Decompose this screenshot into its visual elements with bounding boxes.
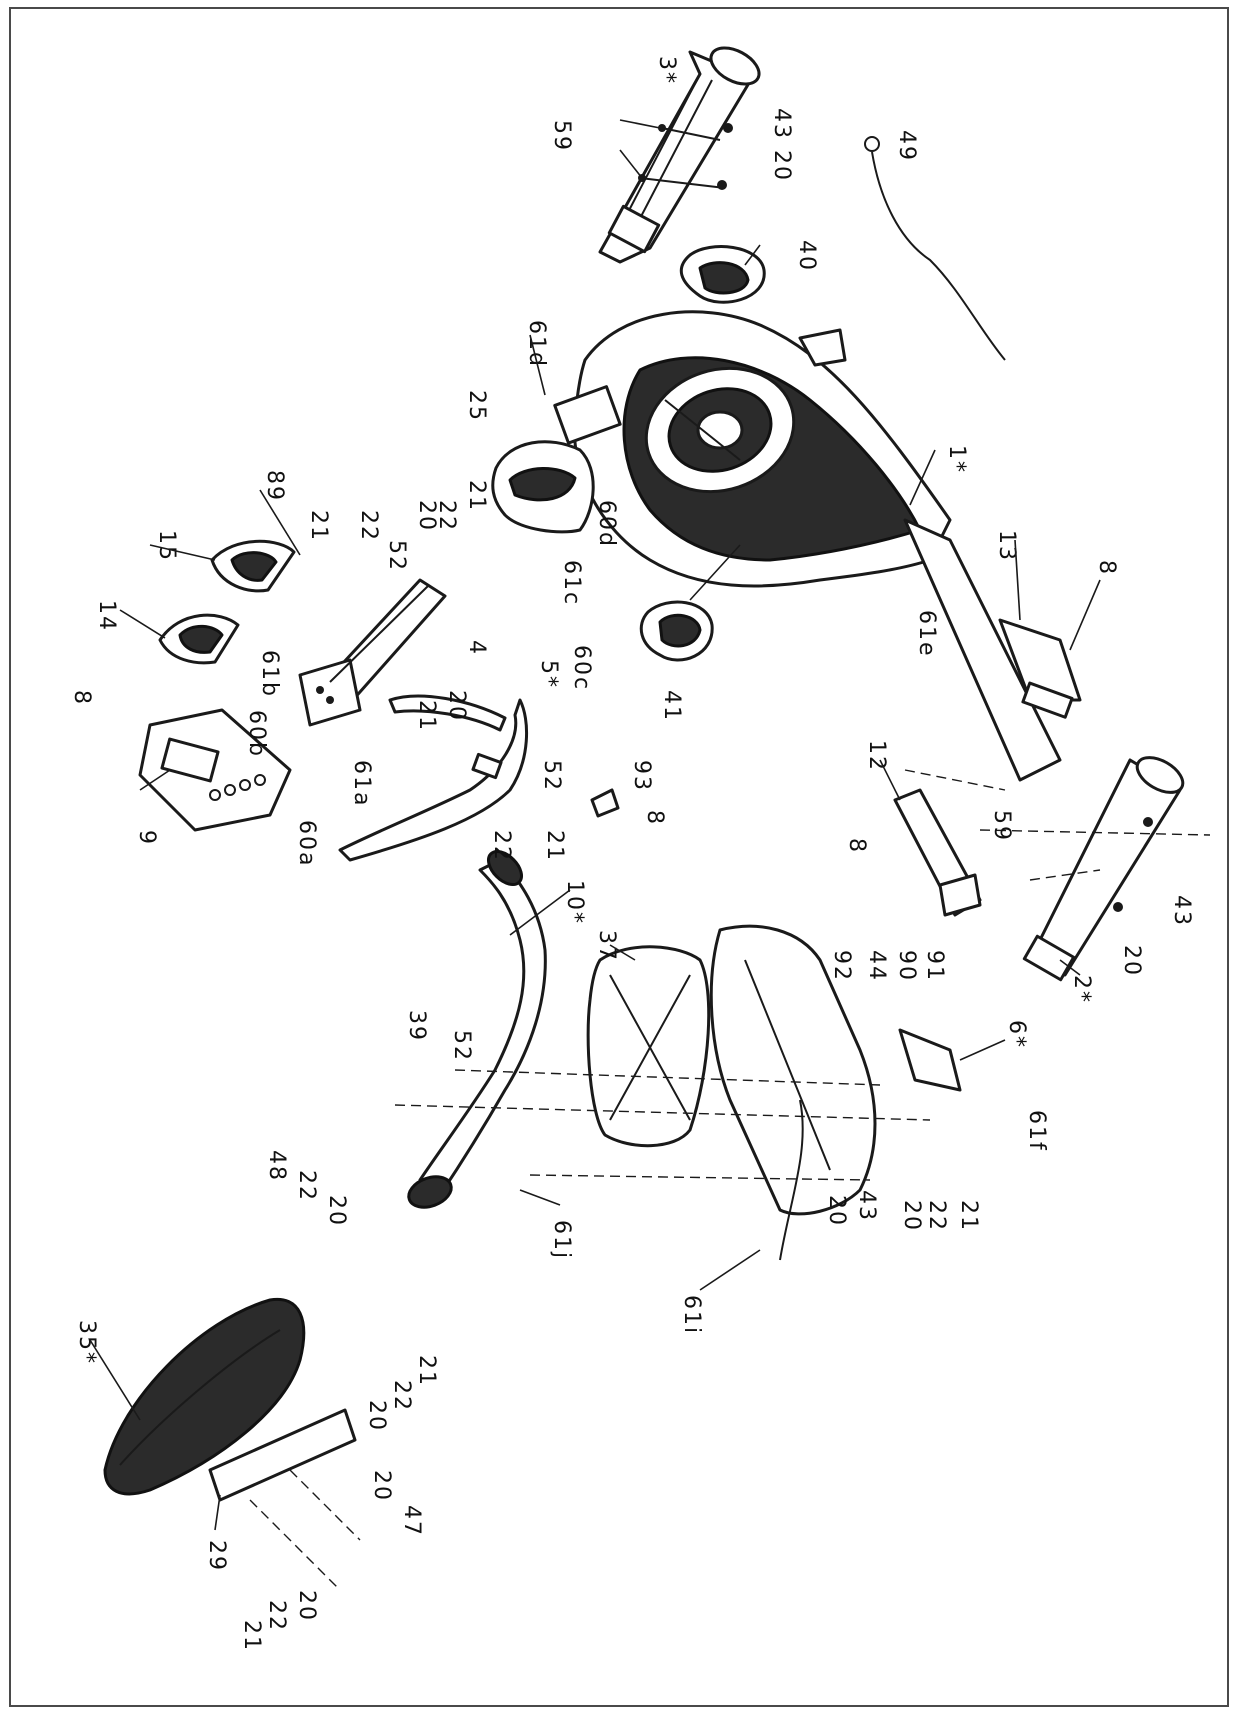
part-main-frame (572, 310, 1062, 782)
label-21g: 21 (239, 1620, 264, 1652)
label-9: 9 (134, 830, 159, 846)
label-20b: 20 (414, 500, 439, 532)
label-60d: 60d (594, 500, 619, 548)
label-25: 25 (464, 390, 489, 422)
diagram-frame (9, 7, 1229, 1707)
label-21a: 21 (306, 510, 331, 542)
label-61c: 61c (559, 560, 584, 606)
label-91: 91 (922, 950, 947, 982)
label-22d: 22 (924, 1200, 949, 1232)
part-front-shroud (491, 385, 622, 534)
part-cap-93 (590, 788, 620, 818)
part-upright-mast (298, 578, 447, 727)
part-front-stabilizer-mount (998, 618, 1082, 719)
part-rear-stabilizer (598, 46, 761, 264)
label-21b: 21 (464, 480, 489, 512)
label-8d: 8 (844, 838, 869, 854)
label-43c: 43 (854, 1190, 879, 1222)
label-60b: 60b (244, 710, 269, 758)
label-2-star: 2* (1069, 975, 1094, 1004)
part-backrest-bracket (208, 1408, 361, 1591)
label-43a: 43 (769, 108, 794, 140)
label-39: 39 (404, 1010, 429, 1042)
alignment-lines (394, 769, 1211, 1181)
part-end-cap-40 (679, 245, 766, 304)
label-20d: 20 (1119, 945, 1144, 977)
part-seat-cushion (586, 945, 711, 1148)
label-90: 90 (894, 950, 919, 982)
label-35-star: 35* (74, 1320, 99, 1365)
part-backrest (103, 1297, 306, 1496)
label-52c: 52 (449, 1030, 474, 1062)
label-22e: 22 (294, 1170, 319, 1202)
part-front-stabilizer (1022, 756, 1185, 982)
label-4: 4 (464, 640, 489, 656)
label-93: 93 (629, 760, 654, 792)
part-labels: 3* 59 43 20 49 40 61d 25 89 15 21 22 52 … (69, 56, 1194, 1652)
label-48: 48 (264, 1150, 289, 1182)
label-12: 12 (864, 740, 889, 772)
part-sensor-cable (864, 136, 1006, 361)
label-20j: 20 (294, 1590, 319, 1622)
label-21d: 21 (542, 830, 567, 862)
label-61i: 61i (679, 1295, 704, 1335)
label-21e: 21 (956, 1200, 981, 1232)
label-22c: 22 (489, 830, 514, 862)
label-10-star: 10* (562, 880, 587, 925)
part-end-cap-41 (639, 544, 741, 662)
part-console-covers (158, 539, 296, 665)
label-44: 44 (864, 950, 889, 982)
label-21c: 21 (414, 700, 439, 732)
label-15: 15 (154, 530, 179, 562)
label-22a: 22 (356, 510, 381, 542)
label-22b: 22 (434, 500, 459, 532)
label-20f: 20 (899, 1200, 924, 1232)
label-8c: 8 (642, 810, 667, 826)
label-8b: 8 (1094, 560, 1119, 576)
label-5-star: 5* (536, 660, 561, 689)
label-61j: 61j (549, 1220, 574, 1260)
label-47: 47 (399, 1505, 424, 1537)
label-8a: 8 (69, 690, 94, 706)
label-20h: 20 (364, 1400, 389, 1432)
part-console (138, 708, 292, 832)
label-20c: 20 (444, 690, 469, 722)
label-21f: 21 (414, 1355, 439, 1387)
label-52a: 52 (384, 540, 409, 572)
label-52b: 52 (539, 760, 564, 792)
label-60a: 60a (294, 820, 319, 867)
label-61f: 61f (1024, 1110, 1049, 1152)
label-20a: 20 (769, 150, 794, 182)
label-61a: 61a (349, 760, 374, 807)
part-handlebar (338, 694, 529, 862)
label-3-star: 3* (654, 56, 679, 85)
label-20g: 20 (324, 1195, 349, 1227)
label-89: 89 (262, 470, 287, 502)
label-92: 92 (829, 950, 854, 982)
label-22g: 22 (264, 1600, 289, 1632)
label-61b: 61b (257, 650, 282, 698)
label-59b: 59 (989, 810, 1014, 842)
label-40: 40 (794, 240, 819, 272)
label-20e: 20 (824, 1195, 849, 1227)
part-seat-rail (407, 850, 547, 1209)
label-61e: 61e (914, 610, 939, 658)
label-60c: 60c (569, 645, 594, 691)
label-14: 14 (94, 600, 119, 632)
label-43b: 43 (1169, 895, 1194, 927)
label-20i: 20 (369, 1470, 394, 1502)
label-1-star: 1* (944, 445, 969, 474)
label-59a: 59 (549, 120, 574, 152)
label-22f: 22 (389, 1380, 414, 1412)
leader-lines (89, 119, 1101, 1531)
label-29: 29 (204, 1540, 229, 1572)
part-pedal-bracket (893, 788, 982, 917)
label-49: 49 (894, 130, 919, 162)
part-seat-carriage (709, 924, 962, 1261)
label-37: 37 (594, 930, 619, 962)
label-41: 41 (659, 690, 684, 722)
label-6-star: 6* (1004, 1020, 1029, 1049)
